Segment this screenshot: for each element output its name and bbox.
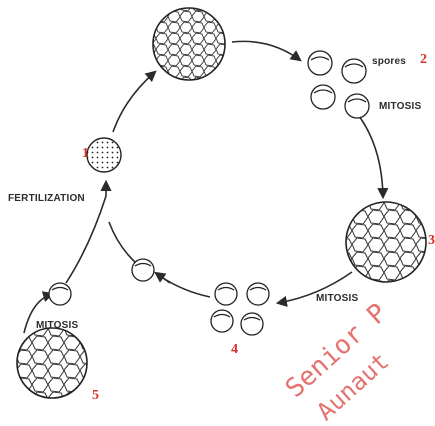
spore-cell [342,59,366,83]
mitosis-label-bottom: MITOSIS [316,293,358,304]
zygote-cell [87,138,121,172]
gamete-cell [241,313,263,335]
gametes-group [211,283,269,335]
gamete-cell [247,283,269,305]
stage-number-4: 4 [231,342,238,358]
gamete-cell [215,283,237,305]
arrow-gametes-head [156,273,170,283]
spore-cell [308,51,332,75]
gamete-cell [211,310,233,332]
spore-cell [311,85,335,109]
stage-number-2: 2 [420,52,427,68]
life-cycle-diagram: spores 2 MITOSIS 1 FERTILIZATION 3 MITOS… [0,0,435,411]
arrow-sporophyte-to-spores [232,41,300,60]
spore-cell [345,94,369,118]
diagram-canvas [0,0,435,411]
arrow-spores-to-gametophyte [356,112,383,197]
mitosis-label-left: MITOSIS [36,320,78,331]
cycle-arrows [24,41,383,333]
mitosis-label-top: MITOSIS [379,101,421,112]
single-gamete-cell [132,259,154,281]
arrow-zygote-to-sporophyte [113,72,155,132]
gamete-cell-left [49,283,71,305]
gametophyte-cell-mass [344,200,434,290]
spores-group [308,51,369,118]
fertilization-label: FERTILIZATION [8,193,85,204]
stage-number-1: 1 [82,146,89,162]
stage-number-5: 5 [92,388,99,404]
stage5-cell-mass [15,326,91,402]
arrow-gametes-to-single [160,276,210,297]
spores-label: spores [372,56,406,67]
sporophyte-cell-mass [150,5,230,85]
stage-number-3: 3 [428,233,435,249]
arrow-gamete-to-fertilization [109,222,135,262]
